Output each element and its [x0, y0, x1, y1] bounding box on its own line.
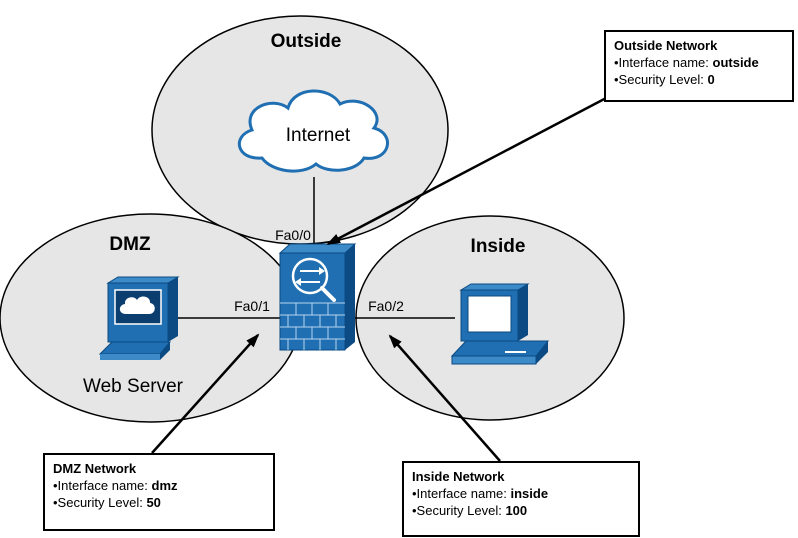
- inside-security-level-value: 100: [505, 503, 528, 518]
- outside-security-level-row: •Security Level: 0: [614, 71, 784, 88]
- outside-interface-name-label: •Interface name:: [614, 55, 713, 70]
- internet-label: Internet: [286, 125, 351, 146]
- workstation-icon: [450, 283, 550, 365]
- outside-interface-name-row: •Interface name: outside: [614, 54, 784, 71]
- outside-callout-title: Outside Network: [614, 38, 718, 53]
- interface-fa01-label: Fa0/1: [234, 298, 270, 314]
- dmz-zone-title: DMZ: [109, 234, 151, 255]
- web-server-icon: [98, 276, 180, 360]
- interface-fa02-label: Fa0/2: [368, 298, 404, 314]
- outside-interface-name-value: outside: [712, 55, 759, 70]
- dmz-interface-name-value: dmz: [151, 478, 178, 493]
- interface-fa00-label: Fa0/0: [275, 227, 311, 243]
- outside-network-callout: Outside Network •Interface name: outside…: [604, 30, 794, 102]
- dmz-interface-name-row: •Interface name: dmz: [53, 477, 265, 494]
- dmz-callout-arrow: [151, 333, 260, 454]
- dmz-security-level-label: •Security Level:: [53, 495, 147, 510]
- outside-security-level-value: 0: [707, 72, 715, 87]
- inside-security-level-row: •Security Level: 100: [412, 502, 630, 519]
- inside-callout-title: Inside Network: [412, 469, 505, 484]
- cloud-icon: [237, 89, 389, 173]
- inside-interface-name-label: •Interface name:: [412, 486, 511, 501]
- dmz-interface-name-label: •Interface name:: [53, 478, 152, 493]
- outside-zone-title: Outside: [271, 31, 342, 52]
- inside-interface-name-value: inside: [510, 486, 549, 501]
- dmz-callout-title: DMZ Network: [53, 461, 137, 476]
- inside-interface-name-row: •Interface name: inside: [412, 485, 630, 502]
- dmz-security-level-row: •Security Level: 50: [53, 494, 265, 511]
- firewall-icon: [278, 243, 357, 351]
- dmz-security-level-value: 50: [146, 495, 161, 510]
- outside-security-level-label: •Security Level:: [614, 72, 708, 87]
- outside-callout-arrow: [326, 94, 611, 246]
- inside-network-callout: Inside Network •Interface name: inside •…: [402, 461, 640, 537]
- inside-security-level-label: •Security Level:: [412, 503, 506, 518]
- dmz-network-callout: DMZ Network •Interface name: dmz •Securi…: [43, 453, 275, 531]
- inside-zone-title: Inside: [471, 236, 526, 257]
- inside-callout-arrow: [388, 334, 501, 462]
- web-server-label: Web Server: [83, 376, 184, 397]
